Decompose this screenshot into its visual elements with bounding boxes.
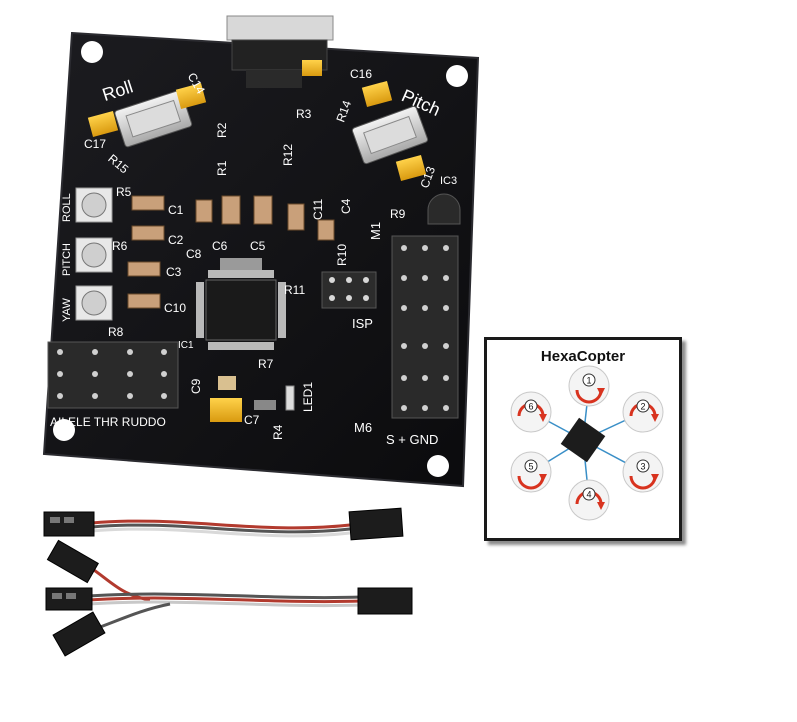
flight-controller-icon — [560, 417, 606, 463]
designator: R11 — [284, 283, 305, 297]
designator: R4 — [271, 424, 285, 440]
designator: C10 — [164, 301, 186, 315]
designator: R8 — [108, 325, 124, 339]
led1-label: LED1 — [301, 382, 315, 412]
pitch-gyro — [351, 105, 429, 165]
servo-plug-right — [348, 507, 404, 541]
designator: R7 — [258, 357, 274, 371]
arrow-head-icon — [539, 474, 547, 482]
isp-pins — [329, 277, 369, 301]
isp-label: ISP — [352, 316, 373, 331]
designator: R9 — [390, 207, 406, 221]
mounting-hole — [81, 41, 103, 63]
designator: C11 — [311, 199, 325, 220]
flight-controller-board: Roll Pitch ROLL PITCH YAW ISP IC1 IC3 LE… — [42, 15, 480, 488]
yaw-pot-label: YAW — [61, 298, 73, 322]
hexacopter-layout: 1 2 3 4 5 6 — [510, 365, 664, 521]
rotor-2: 2 — [622, 391, 664, 433]
designator: R10 — [335, 244, 349, 266]
designator: C2 — [168, 233, 184, 247]
arrow-head-icon — [597, 502, 605, 510]
rotor-3: 3 — [622, 451, 664, 493]
receiver-pins — [57, 349, 167, 399]
arrow-head-icon — [539, 414, 547, 422]
ic3-transistor — [427, 193, 461, 225]
servo-y-cable-top — [43, 507, 404, 541]
designator: C7 — [244, 413, 260, 427]
rotor-5: 5 — [510, 451, 552, 493]
designator: R6 — [112, 239, 128, 253]
ic3-label: IC3 — [440, 175, 457, 187]
servo-plug-left — [46, 539, 99, 584]
rotor-6: 6 — [510, 391, 552, 433]
rotor-4: 4 — [568, 479, 610, 521]
rotor-number: 4 — [586, 490, 591, 500]
m6-label: M6 — [354, 420, 372, 435]
servo-plug-right — [357, 587, 413, 615]
motor-pins — [401, 245, 449, 411]
designator: C16 — [350, 67, 372, 81]
designator: C17 — [84, 137, 106, 151]
arrow-head-icon — [651, 474, 659, 482]
designator: C3 — [166, 265, 182, 279]
roll-gyro — [114, 90, 193, 148]
diagram-title: HexaCopter — [540, 348, 626, 365]
rotor-number: 2 — [640, 402, 645, 412]
receiver-headers — [47, 341, 179, 409]
rotor-1: 1 — [568, 365, 610, 407]
mounting-hole — [53, 419, 75, 441]
arrow-head-icon — [651, 414, 659, 422]
designator: R2 — [215, 122, 229, 138]
rotor-number: 1 — [586, 376, 591, 386]
designator: C6 — [212, 239, 228, 253]
rotation-arrow-icon — [629, 475, 657, 490]
rx-legend-label: AILELE THR RUDDO — [50, 415, 166, 429]
rotor-number: 5 — [528, 462, 533, 472]
trim-potentiometers — [75, 187, 113, 321]
designator: C8 — [186, 247, 202, 261]
mounting-hole — [446, 65, 468, 87]
pitch-pot-label: PITCH — [61, 243, 73, 276]
hexacopter-diagram: HexaCopter 1 2 3 4 5 6 — [484, 337, 682, 541]
designator: C1 — [168, 203, 184, 217]
ic1-label: IC1 — [178, 340, 194, 351]
designator: C9 — [189, 378, 203, 394]
mcu-chip — [196, 270, 286, 350]
servo-plug-left — [52, 611, 106, 657]
roll-pot-label: ROLL — [61, 193, 73, 222]
servo-y-cable-bottom — [45, 539, 413, 657]
component-designators: C14 C16 C17 C13 R15 R14 R1 R2 R3 R12 R5 … — [84, 67, 438, 440]
mounting-hole — [427, 455, 449, 477]
rotation-arrow-icon — [517, 475, 545, 490]
designator: R12 — [281, 144, 295, 166]
designator: C5 — [250, 239, 266, 253]
rotor-number: 6 — [528, 402, 533, 412]
designator: R5 — [116, 185, 132, 199]
designator: C4 — [339, 198, 353, 214]
servo-plug-left — [43, 511, 95, 537]
m1-label: M1 — [368, 222, 383, 240]
tantalum-capacitors — [87, 60, 427, 422]
pin-legend-label: S + GND — [386, 432, 438, 447]
regulator-chip — [220, 258, 295, 411]
designator: R3 — [296, 107, 312, 121]
arrow-head-icon — [597, 388, 605, 396]
designator: R1 — [215, 160, 229, 176]
smd-capacitors — [127, 195, 335, 309]
motor-output-headers — [391, 235, 459, 419]
rotation-arrow-icon — [575, 389, 603, 404]
rotor-number: 3 — [640, 462, 645, 472]
